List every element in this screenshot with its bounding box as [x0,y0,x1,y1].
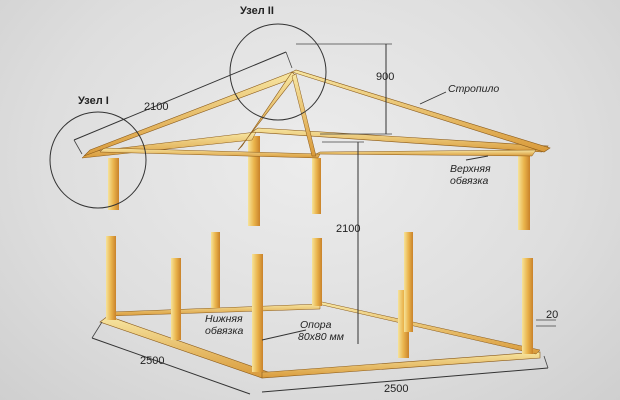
dim-rafter-length [73,51,293,155]
top-beam-front [251,127,549,153]
post-lower-8 [522,258,533,354]
dim-base-front-text: 2500 [384,383,408,395]
rafters [83,69,551,157]
post-lower-2 [171,258,181,340]
post-lower-6 [398,290,409,358]
dim-post-height-text: 2100 [336,223,360,235]
dim-ridge-height-text: 900 [376,71,394,83]
dim-beam-height [536,319,556,327]
top-beam-label-1: Верхняя [450,163,491,175]
dim-post-height [322,141,364,344]
rafter-right [291,69,551,153]
post-upper-1 [108,158,119,210]
node2-label: Узел II [240,5,274,17]
rafter-label: Стропило [448,83,499,95]
post-lower-5 [312,238,322,306]
rafter-back [291,73,317,157]
post-lower-4 [252,254,263,372]
support-label-2: 80х80 мм [298,331,344,343]
dim-rafter-length-text: 2100 [144,101,168,113]
support-label-1: Опора [300,319,332,331]
top-beam-leader [465,155,489,161]
post-lower-3 [211,232,220,308]
bottom-beam-label-2: обвязка [205,325,243,337]
bottom-beam-front [261,351,541,379]
post-upper-2 [248,136,260,226]
top-beam-right [315,149,537,157]
node1-detail-circle [49,111,147,209]
bottom-beam-right [317,301,541,355]
post-upper-3 [312,158,321,214]
post-lower-1 [106,236,116,320]
post-lower-7 [404,232,413,332]
upper-posts [108,136,530,230]
bottom-beam-label-1: Нижняя [205,313,243,325]
rafter-leader [419,91,447,105]
top-beam-back [99,147,321,159]
post-upper-4 [518,150,530,230]
dim-beam-height-text: 20 [546,309,558,321]
rafter-front [237,71,297,151]
support-leader [261,329,307,341]
node1-label: Узел I [78,95,109,107]
dim-base-front [261,355,549,393]
dim-base-left [91,321,251,395]
dim-base-left-text: 2500 [140,355,164,367]
node2-detail-circle [229,23,327,121]
top-beam-label-2: обвязка [450,175,488,187]
lower-posts [106,232,533,372]
dim-ridge-height [296,43,392,135]
